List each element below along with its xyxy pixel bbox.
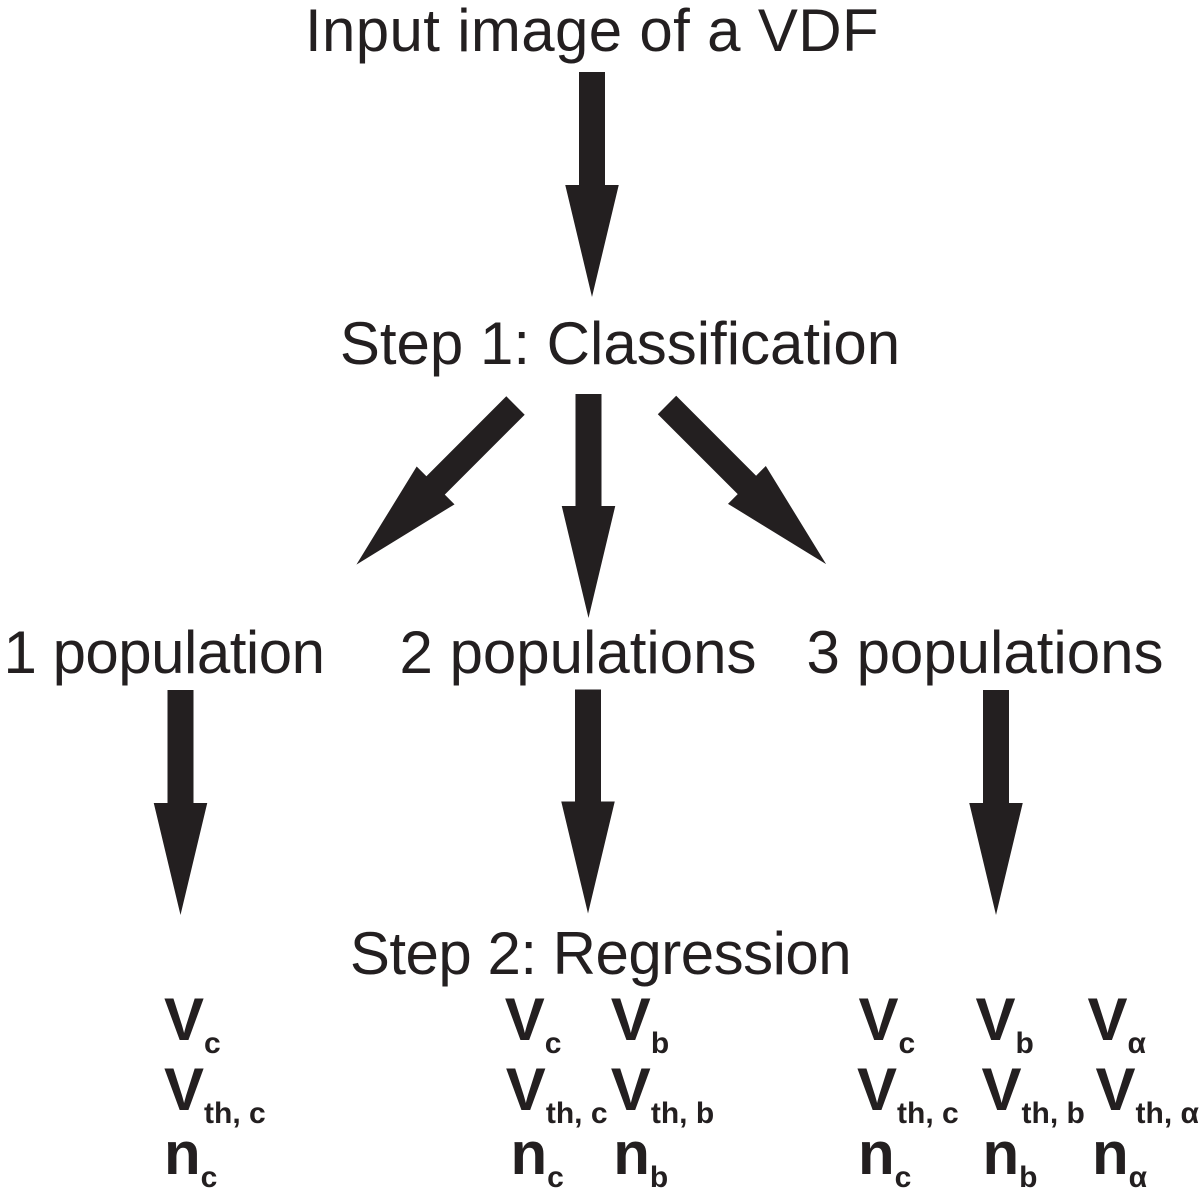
param-g3-Vthc: Vth, c (857, 1056, 959, 1130)
arrow-input-to-step1 (565, 72, 619, 297)
arrow-step1-to-branch1 (356, 396, 525, 565)
step1-node-label: Step 1: Classification (339, 309, 901, 377)
branch2-label: 2 populations (399, 618, 757, 686)
param-g3-Vthb: Vth, b (981, 1056, 1085, 1130)
param-g1-Vc: Vc (164, 986, 221, 1060)
param-g3-Vthalpha: Vth, α (1095, 1056, 1199, 1130)
param-g2-nb: nb (613, 1120, 669, 1194)
arrow-step1-to-branch2 (561, 394, 616, 618)
step2-node-label: Step 2: Regression (349, 919, 852, 987)
param-g2-Vc: Vc (504, 986, 562, 1060)
arrow-branch3-to-step2 (969, 690, 1023, 915)
branch1-label: 1 population (3, 618, 325, 686)
param-g1-nc: nc (164, 1120, 218, 1194)
arrow-branch2-to-step2 (561, 689, 615, 914)
branch3-label: 3 populations (806, 618, 1164, 686)
arrow-step1-to-branch3 (657, 395, 827, 565)
param-g2-Vthb: Vth, b (610, 1056, 715, 1130)
param-g1-Vthc: Vth, c (164, 1056, 266, 1130)
param-g3-Valpha: Vα (1087, 986, 1146, 1060)
param-g2-Vthc: Vth, c (505, 1056, 608, 1130)
param-g2-Vb: Vb (610, 986, 670, 1060)
param-g3-nb: nb (982, 1120, 1038, 1194)
param-g3-nalpha: nα (1092, 1120, 1148, 1194)
param-g3-nc: nc (858, 1120, 912, 1194)
input-node-label: Input image of a VDF (305, 0, 879, 64)
param-g3-Vb: Vb (975, 986, 1034, 1060)
arrow-branch1-to-step2 (153, 690, 208, 915)
param-g3-Vc: Vc (858, 986, 916, 1060)
param-g2-nc: nc (510, 1120, 564, 1194)
